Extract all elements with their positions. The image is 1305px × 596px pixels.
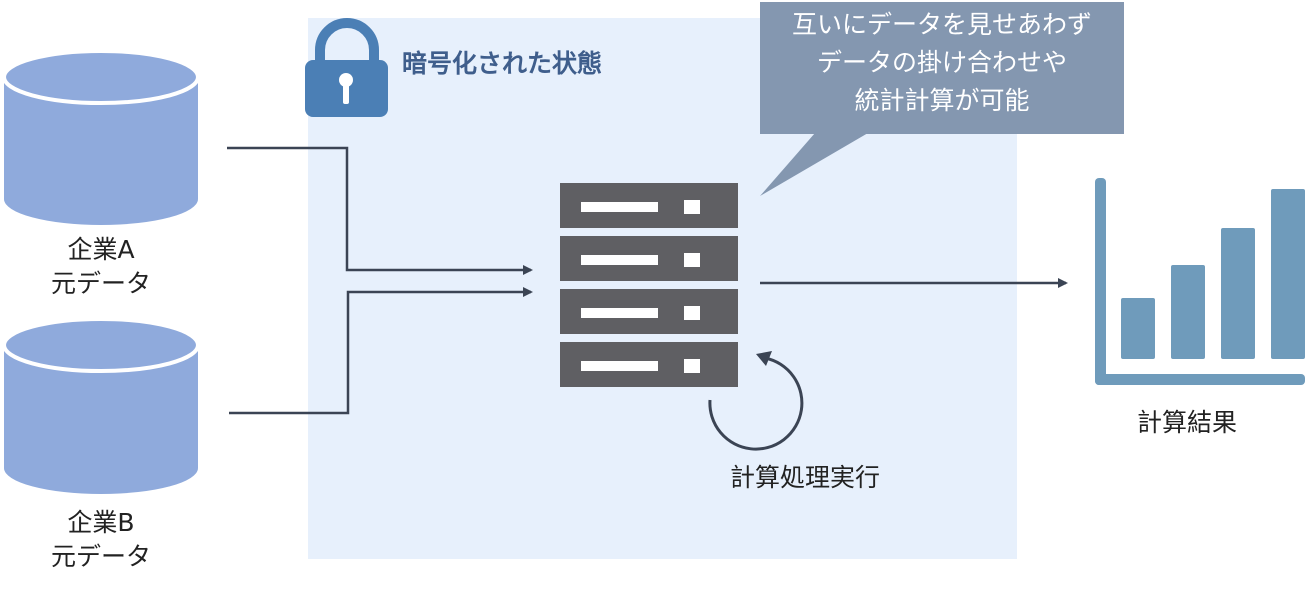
company-b-name: 企業B [67, 508, 135, 537]
callout-box [760, 2, 1124, 196]
company-a-name: 企業A [67, 235, 135, 264]
callout-line-3: 統計計算が可能 [854, 86, 1030, 115]
chart-bar-3 [1221, 228, 1255, 359]
company-b-data-label: 元データ [50, 542, 151, 571]
chart-bar-1 [1121, 298, 1155, 359]
encrypted-state-label: 暗号化された状態 [402, 49, 603, 78]
callout-line-1: 互いにデータを見せあわず [791, 10, 1092, 39]
cycle-arrow-icon [708, 351, 804, 451]
chart-bar-2 [1171, 265, 1205, 359]
lock-icon [305, 18, 388, 117]
company-a-data-label: 元データ [50, 269, 151, 298]
process-label: 計算処理実行 [730, 463, 881, 492]
chart-bar-4 [1271, 189, 1305, 359]
callout-text: 互いにデータを見せあわず データの掛け合わせや 統計計算が可能 [760, 6, 1124, 120]
connector-b-to-server [229, 287, 533, 415]
company-b-label: 企業B 元データ [1, 506, 201, 574]
callout-line-2: データの掛け合わせや [816, 48, 1067, 77]
bar-chart-icon [1095, 178, 1305, 385]
result-label: 計算結果 [1137, 408, 1238, 437]
company-a-label: 企業A 元データ [1, 233, 201, 301]
database-b-icon [2, 317, 200, 494]
connector-a-to-server [227, 146, 533, 275]
database-a-icon [2, 49, 200, 225]
server-icon [560, 183, 738, 387]
